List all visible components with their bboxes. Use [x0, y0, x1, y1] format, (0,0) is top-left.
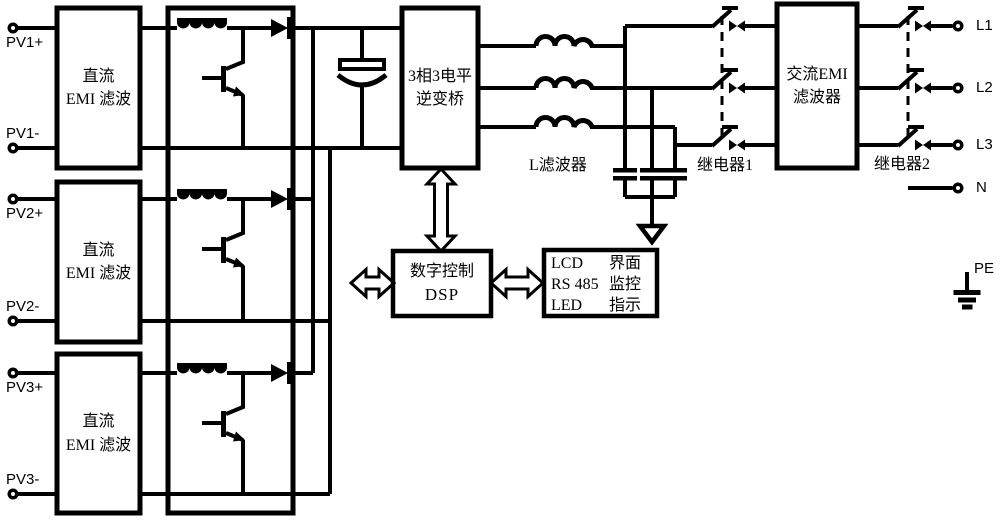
dc-link-capacitor-icon: [336, 28, 388, 148]
switch-icon: [896, 125, 924, 148]
pe-label: PE: [974, 260, 995, 277]
boost-unit-3: [140, 362, 313, 494]
relay-2: [857, 6, 953, 151]
relay-1: [710, 6, 777, 151]
inductor-icon: [177, 23, 227, 29]
inductor-icon: [177, 368, 227, 374]
igbt-icon: [202, 28, 245, 148]
hmi-box: [541, 247, 660, 319]
hmi-row-right: 界面: [609, 255, 642, 272]
ground-arrow-icon: [635, 223, 669, 246]
dc-emi-filter-1-box: [54, 5, 143, 171]
coil-icon: [533, 115, 595, 129]
boost-converter-box: [165, 5, 296, 516]
l-filter-label: L滤波器: [529, 157, 587, 174]
diode-icon: [271, 19, 288, 37]
l3-terminal-label: L3: [976, 136, 993, 153]
hmi-row-left: LED: [551, 296, 583, 314]
switch-icon: [710, 125, 738, 148]
relay2-label: 继电器2: [874, 156, 931, 173]
igbt-icon: [202, 373, 245, 494]
pv-terminal-symbols: [7, 22, 57, 500]
dsp-box: [390, 248, 494, 319]
relay1-label: 继电器1: [697, 157, 754, 174]
dsp-left-arrow-icon: [348, 266, 397, 300]
diode-icon: [271, 190, 288, 208]
dc-emi-filter-2-box: [54, 179, 143, 345]
coil-icon: [533, 76, 595, 90]
boost-unit-1: [140, 17, 292, 148]
coil-icon: [533, 34, 595, 48]
dsp-hmi-arrow-icon: [488, 266, 546, 300]
hmi-label: LCD 界面 RS 485 监控 LED 指示: [551, 254, 651, 316]
pv3-plus-label: PV3+: [6, 379, 44, 396]
n-terminal-label: N: [976, 179, 987, 196]
l1-terminal-label: L1: [976, 17, 993, 34]
dc-emi-filter-3-box: [54, 351, 143, 516]
pv2-minus-label: PV2-: [6, 298, 40, 315]
ac-terminal-symbols: [908, 20, 964, 194]
pe-ground-icon: [953, 272, 981, 310]
hmi-row-left: RS 485: [551, 275, 599, 293]
inverter-dsp-arrow-icon: [423, 166, 459, 254]
hmi-row-right: 监控: [609, 275, 642, 293]
igbt-icon: [202, 199, 245, 321]
pv2-plus-label: PV2+: [6, 205, 44, 222]
dc-bus-wires: [140, 26, 402, 496]
pv1-plus-label: PV1+: [6, 34, 44, 51]
l-filter: [478, 24, 712, 147]
hmi-row-left: LCD: [551, 255, 583, 272]
l2-terminal-label: L2: [976, 79, 993, 96]
inductor-icon: [177, 194, 227, 200]
diode-icon: [271, 364, 288, 382]
inverter-label: 3相3电平逆变桥: [407, 67, 472, 108]
pv1-minus-label: PV1-: [6, 125, 40, 142]
boost-unit-2: [140, 188, 313, 321]
pv3-minus-label: PV3-: [6, 471, 40, 488]
hmi-row-right: 指示: [609, 296, 642, 314]
filter-capacitor-bank: [613, 46, 687, 246]
